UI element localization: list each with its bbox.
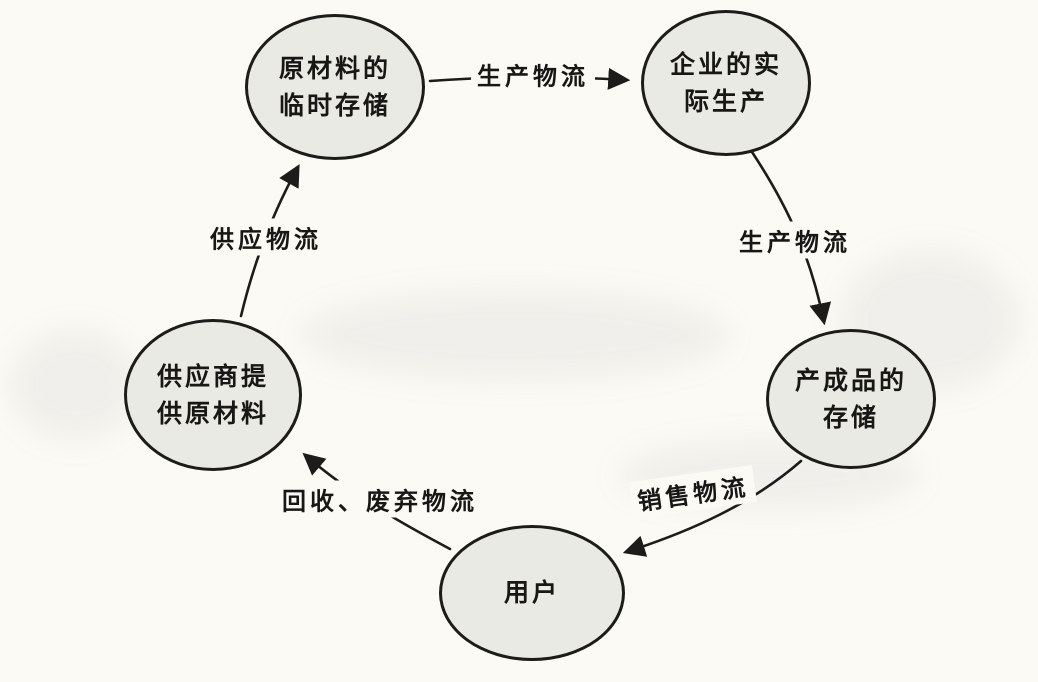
node-supplier-provides-raw-material: 供应商提 供原材料: [124, 319, 302, 471]
edge-label-production-logistics-top: 生产物流: [471, 55, 595, 93]
node-raw-material-temp-storage: 原材料的 临时存储: [245, 14, 425, 160]
edge-label-recycle-waste-logistics: 回收、废弃物流: [276, 480, 484, 518]
node-finished-goods-storage: 产成品的 存储: [766, 329, 936, 469]
edge-label-production-logistics-right: 生产物流: [733, 221, 857, 259]
node-enterprise-actual-production: 企业的实 际生产: [641, 10, 811, 156]
edge-label-supply-logistics: 供应物流: [204, 218, 328, 256]
node-user: 用户: [439, 525, 625, 661]
arrow-sales-logistics: [622, 459, 803, 557]
